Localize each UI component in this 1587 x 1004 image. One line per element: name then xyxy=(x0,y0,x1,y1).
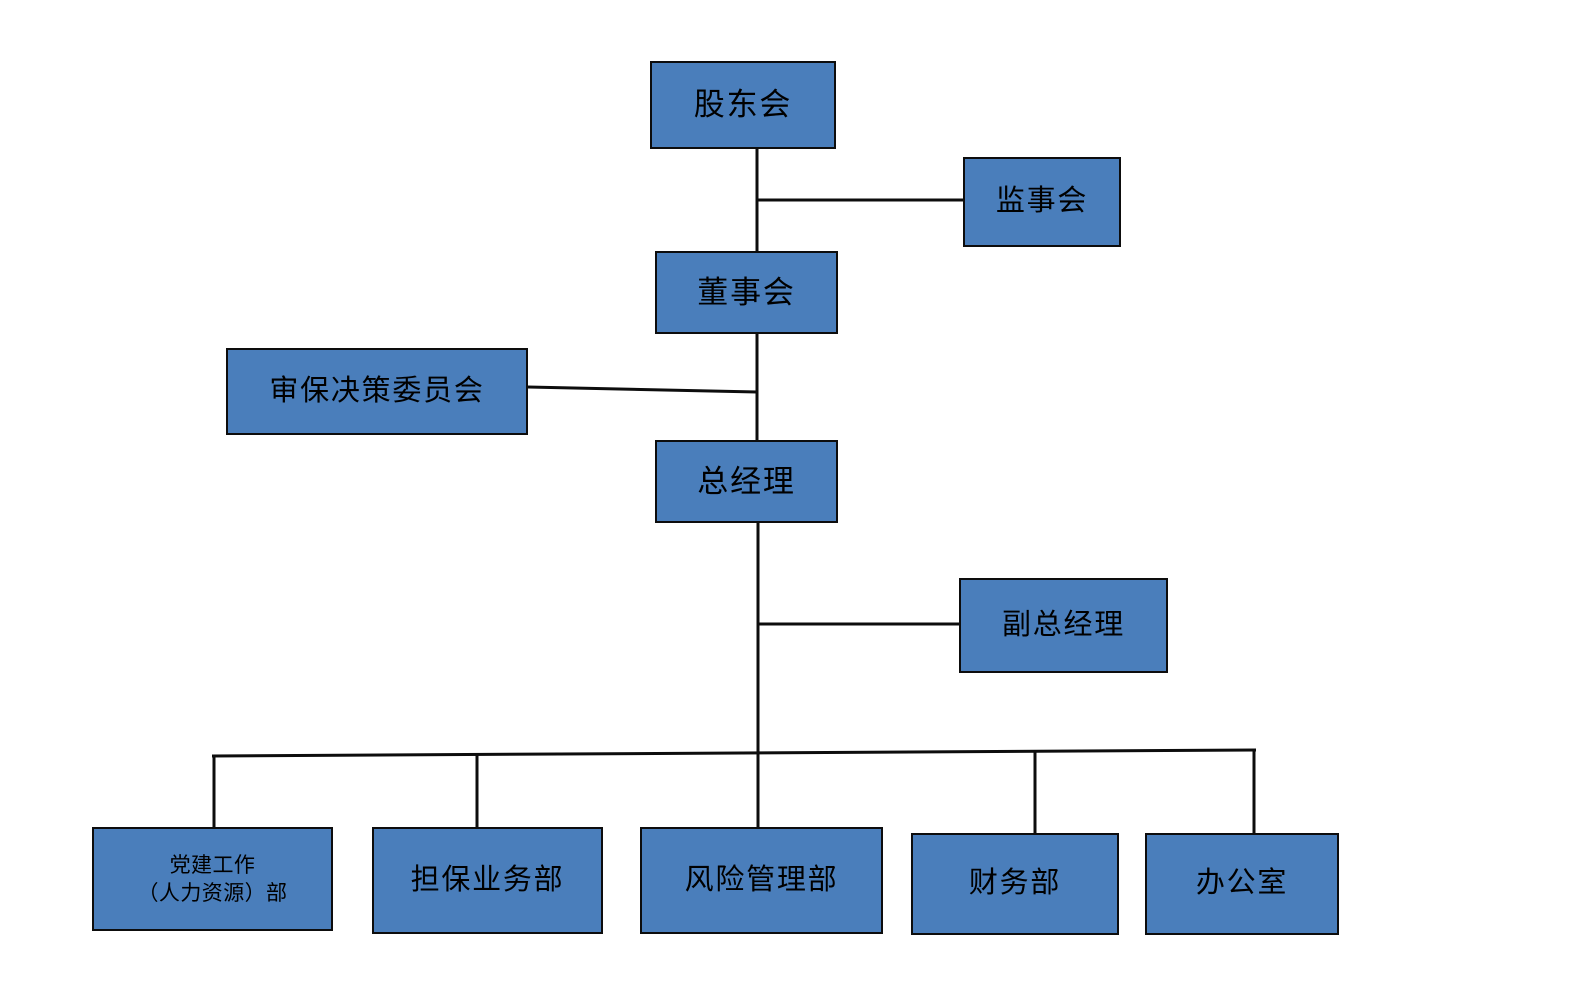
node-supervisors-label: 监事会 xyxy=(995,185,1089,218)
node-office-dept[interactable]: 办公室 xyxy=(1145,833,1339,935)
node-office-dept-label: 办公室 xyxy=(1195,867,1289,900)
node-deputy-general-manager[interactable]: 副总经理 xyxy=(959,578,1168,673)
node-party-hr-dept[interactable]: 党建工作 （人力资源）部 xyxy=(92,827,333,931)
node-risk-dept[interactable]: 风险管理部 xyxy=(640,827,883,934)
node-deputy-general-manager-label: 副总经理 xyxy=(1002,608,1125,641)
node-shareholders[interactable]: 股东会 xyxy=(650,61,836,149)
node-review-committee[interactable]: 审保决策委员会 xyxy=(226,348,528,435)
edge-department-bus xyxy=(211,748,1257,758)
node-general-manager[interactable]: 总经理 xyxy=(655,440,838,523)
node-shareholders-label: 股东会 xyxy=(693,87,793,123)
node-board[interactable]: 董事会 xyxy=(655,251,838,334)
node-guarantee-dept[interactable]: 担保业务部 xyxy=(372,827,603,934)
node-party-hr-dept-label: 党建工作 （人力资源）部 xyxy=(137,852,288,905)
node-board-label: 董事会 xyxy=(697,274,796,310)
node-finance-dept[interactable]: 财务部 xyxy=(911,833,1119,935)
node-risk-dept-label: 风险管理部 xyxy=(684,863,839,896)
edge-board-to-review-committee xyxy=(527,385,758,394)
node-supervisors[interactable]: 监事会 xyxy=(963,157,1121,247)
node-review-committee-label: 审保决策委员会 xyxy=(269,374,485,407)
node-general-manager-label: 总经理 xyxy=(697,463,796,499)
node-finance-dept-label: 财务部 xyxy=(968,867,1062,900)
node-guarantee-dept-label: 担保业务部 xyxy=(410,863,565,896)
